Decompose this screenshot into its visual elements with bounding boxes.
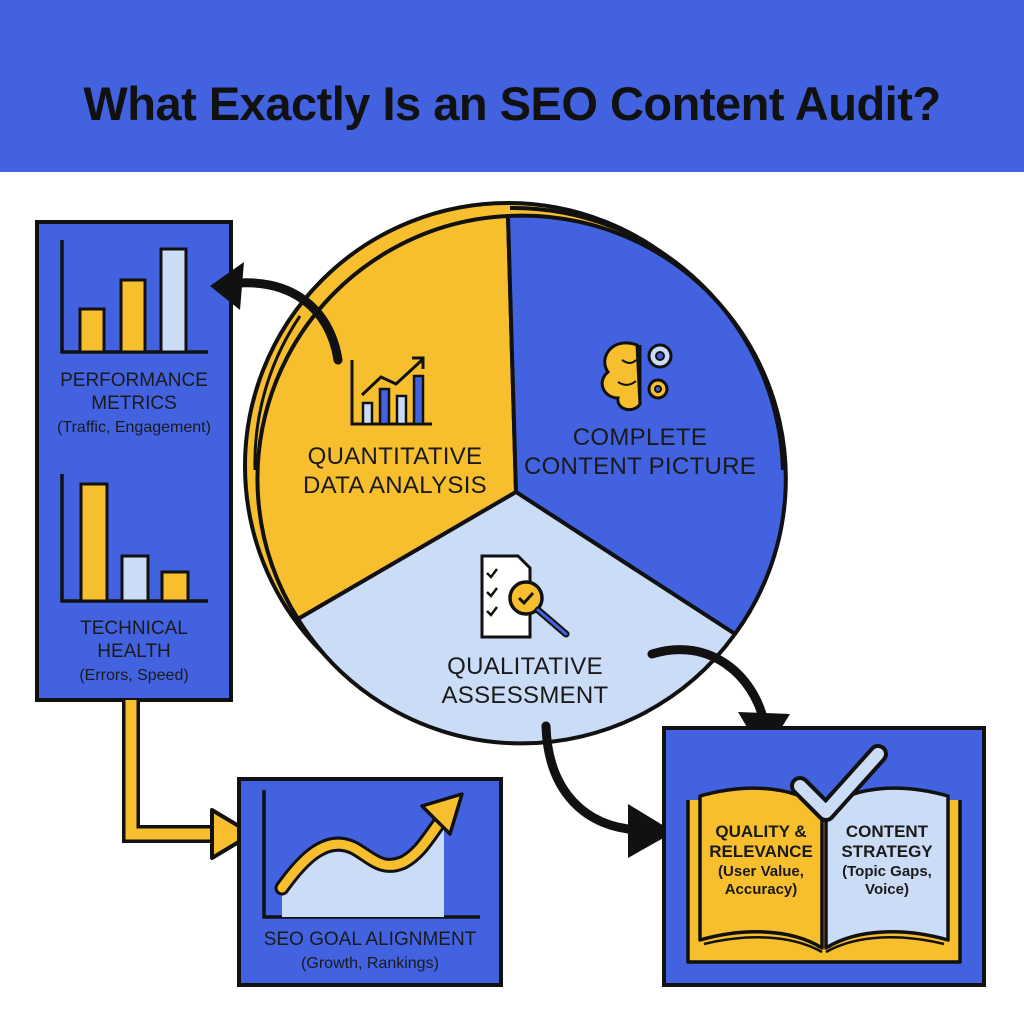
qualitative-line2: ASSESSMENT bbox=[441, 681, 609, 709]
performance-metrics-label: PERFORMANCE METRICS (Traffic, Engagement… bbox=[37, 370, 231, 437]
content-audit-wheel bbox=[243, 201, 788, 746]
page-title: What Exactly Is an SEO Content Audit? bbox=[83, 77, 941, 130]
quality-relevance-label: QUALITY & RELEVANCE (User Value, Accurac… bbox=[700, 822, 822, 899]
technical-subtitle: (Errors, Speed) bbox=[79, 666, 189, 684]
complete-picture-label: COMPLETE CONTENT PICTURE bbox=[520, 424, 760, 482]
goal-label: SEO GOAL ALIGNMENT (Growth, Rankings) bbox=[239, 929, 501, 973]
arrow-to-metrics bbox=[210, 262, 343, 365]
falling-bar-chart-icon bbox=[60, 474, 208, 603]
arrow-to-book-bottom bbox=[541, 721, 674, 858]
complete-line2: CONTENT PICTURE bbox=[523, 452, 757, 480]
quantitative-line1: QUANTITATIVE bbox=[307, 443, 483, 470]
open-book-checkmark-icon bbox=[686, 744, 962, 964]
quantitative-label: QUANTITATIVE DATA ANALYSIS bbox=[290, 443, 500, 501]
goal-subtitle: (Growth, Rankings) bbox=[301, 954, 439, 972]
technical-title-line2: HEALTH bbox=[97, 640, 171, 662]
brain-gears-icon bbox=[600, 341, 673, 412]
quantitative-line2: DATA ANALYSIS bbox=[303, 471, 487, 499]
strategy-title-line2: STRATEGY bbox=[841, 842, 933, 862]
checklist-magnifier-icon bbox=[480, 554, 570, 639]
strategy-sub-line1: (Topic Gaps, bbox=[842, 862, 932, 880]
quality-sub-line1: (User Value, bbox=[718, 862, 804, 880]
strategy-sub-line2: Voice) bbox=[865, 880, 909, 898]
goal-title: SEO GOAL ALIGNMENT bbox=[263, 929, 477, 950]
growth-arrow-chart-icon bbox=[262, 790, 480, 919]
bar-chart-trend-icon bbox=[350, 356, 432, 426]
performance-title-line2: METRICS bbox=[91, 392, 177, 414]
technical-title-line1: TECHNICAL bbox=[80, 618, 188, 639]
strategy-title-line1: CONTENT bbox=[845, 822, 929, 841]
title-banner: What Exactly Is an SEO Content Audit? bbox=[0, 0, 1024, 172]
quality-sub-line2: Accuracy) bbox=[724, 880, 798, 898]
seo-goal-card bbox=[237, 777, 503, 987]
quality-title-line2: RELEVANCE bbox=[709, 842, 813, 862]
performance-subtitle: (Traffic, Engagement) bbox=[57, 418, 211, 436]
quality-title-line1: QUALITY & bbox=[715, 822, 807, 841]
arrow-to-goal bbox=[122, 700, 254, 860]
content-strategy-label: CONTENT STRATEGY (Topic Gaps, Voice) bbox=[826, 822, 948, 899]
performance-title-line1: PERFORMANCE bbox=[60, 370, 208, 391]
technical-health-label: TECHNICAL HEALTH (Errors, Speed) bbox=[37, 618, 231, 685]
qualitative-line1: QUALITATIVE bbox=[447, 653, 603, 680]
rising-bar-chart-icon bbox=[60, 240, 208, 354]
content-book-card bbox=[662, 726, 986, 987]
complete-line1: COMPLETE bbox=[572, 424, 708, 451]
qualitative-label: QUALITATIVE ASSESSMENT bbox=[420, 653, 630, 711]
